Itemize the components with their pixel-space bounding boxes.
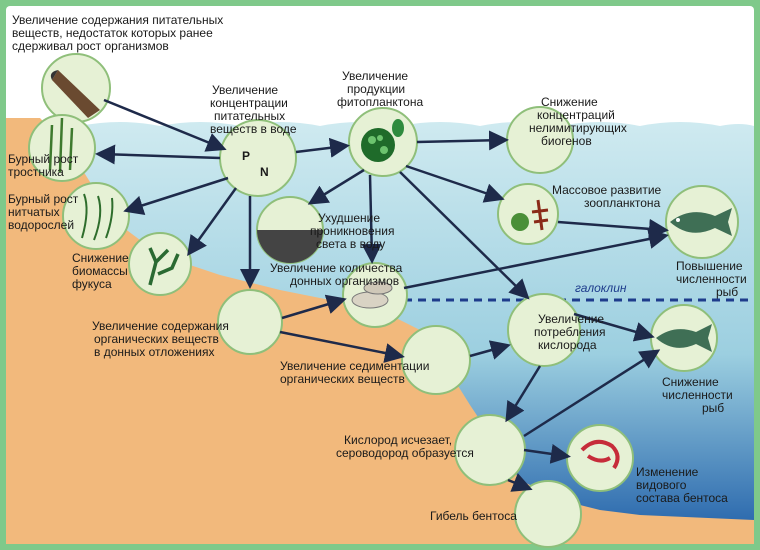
svg-text:численности: численности <box>662 388 733 402</box>
mussels-icon <box>342 262 408 328</box>
filamentous-algae-icon <box>62 182 130 250</box>
svg-text:нелимитирующих: нелимитирующих <box>529 121 627 135</box>
svg-text:продукции: продукции <box>347 82 405 96</box>
svg-text:Снижение: Снижение <box>662 375 719 389</box>
label-nonlimiting: Снижение концентраций нелимитирующих био… <box>529 95 627 148</box>
label-zooplankton: Массовое развитие зоопланктона <box>552 183 662 210</box>
svg-text:света в воду: света в воду <box>316 237 385 251</box>
svg-text:органических веществ: органических веществ <box>280 372 405 386</box>
reed-icon <box>28 114 96 182</box>
svg-text:фитопланктона: фитопланктона <box>337 95 423 109</box>
svg-text:Ухудшение: Ухудшение <box>318 211 380 225</box>
svg-text:в донных отложениях: в донных отложениях <box>94 345 214 359</box>
svg-text:Увеличение содержания питатель: Увеличение содержания питательных <box>12 13 223 27</box>
svg-text:рыб: рыб <box>716 285 738 299</box>
fish-icon <box>650 304 718 372</box>
svg-text:фукуса: фукуса <box>72 277 112 291</box>
halocline-label: галоклин <box>575 281 627 295</box>
light-attenuation-icon <box>256 196 324 264</box>
organic-sediments-node <box>217 289 283 355</box>
svg-text:зоопланктона: зоопланктона <box>584 196 661 210</box>
label-sedimentation: Увеличение седиментации органических вещ… <box>280 359 429 386</box>
pn-symbol: P <box>242 149 250 163</box>
shrimp-icon <box>566 424 634 492</box>
label-fish-increase: Повышение численности рыб <box>676 259 747 299</box>
label-pn-concentration: Увеличение концентрации питательных веще… <box>210 83 297 136</box>
zooplankton-icon <box>497 183 559 245</box>
svg-text:Увеличение: Увеличение <box>538 312 604 326</box>
svg-text:Увеличение количества: Увеличение количества <box>270 261 403 275</box>
fucus-icon <box>128 232 192 296</box>
svg-text:Кислород исчезает,: Кислород исчезает, <box>344 433 452 447</box>
label-oxygen-vanishes: Кислород исчезает, сероводород образуетс… <box>336 433 474 460</box>
pn-subscript: N <box>260 165 269 179</box>
label-filamentous: Бурный рост нитчатых водорослей <box>8 192 79 232</box>
label-phyto: Увеличение продукции фитопланктона <box>337 69 423 109</box>
svg-text:кислорода: кислорода <box>538 338 597 352</box>
seabed <box>6 118 754 544</box>
svg-text:Изменение: Изменение <box>636 465 699 479</box>
label-oxygen-consumption: Увеличение потребления кислорода <box>534 312 605 352</box>
svg-text:веществ в воде: веществ в воде <box>210 122 297 136</box>
svg-text:органических веществ: органических веществ <box>94 332 219 346</box>
fish-icon <box>665 185 739 259</box>
svg-text:тростника: тростника <box>8 165 64 179</box>
svg-text:водорослей: водорослей <box>8 218 74 232</box>
svg-text:Снижение: Снижение <box>541 95 598 109</box>
svg-text:проникновения: проникновения <box>310 224 394 238</box>
svg-text:сероводород образуется: сероводород образуется <box>336 446 474 460</box>
svg-text:питательных: питательных <box>214 109 285 123</box>
arrows <box>95 98 669 492</box>
svg-text:донных организмов: донных организмов <box>290 274 399 288</box>
svg-text:Увеличение: Увеличение <box>212 83 278 97</box>
svg-text:видового: видового <box>636 478 687 492</box>
svg-text:биогенов: биогенов <box>541 134 592 148</box>
label-fish-decrease: Снижение численности рыб <box>662 375 733 415</box>
phytoplankton-icon <box>348 107 418 177</box>
oxygen-consumption-node <box>507 293 581 367</box>
svg-text:рыб: рыб <box>702 401 724 415</box>
svg-text:Увеличение содержания: Увеличение содержания <box>92 319 229 333</box>
svg-text:сдерживал рост организмов: сдерживал рост организмов <box>12 39 169 53</box>
svg-text:Массовое развитие: Массовое развитие <box>552 183 662 197</box>
label-benthos-change: Изменение видового состава бентоса <box>636 465 728 505</box>
label-reeds: Бурный рост тростника <box>8 152 79 179</box>
svg-text:Бурный рост: Бурный рост <box>8 192 79 206</box>
svg-text:Увеличение: Увеличение <box>342 69 408 83</box>
svg-text:численности: численности <box>676 272 747 286</box>
svg-text:нитчатых: нитчатых <box>8 205 60 219</box>
svg-text:концентраций: концентраций <box>537 108 615 122</box>
benthos-death-node <box>514 480 582 548</box>
label-organic-sediments: Увеличение содержания органических вещес… <box>92 319 229 359</box>
svg-text:Увеличение седиментации: Увеличение седиментации <box>280 359 429 373</box>
label-fucus: Снижение биомассы фукуса <box>72 251 129 291</box>
label-benthos-death: Гибель бентоса <box>430 509 517 523</box>
label-light: Ухудшение проникновения света в воду <box>310 211 394 251</box>
svg-text:состава бентоса: состава бентоса <box>636 491 728 505</box>
svg-text:Снижение: Снижение <box>72 251 129 265</box>
svg-text:веществ, недостаток которых ра: веществ, недостаток которых ранее <box>12 26 213 40</box>
svg-text:потребления: потребления <box>534 325 605 339</box>
svg-text:Бурный рост: Бурный рост <box>8 152 79 166</box>
label-nutrient-increase: Увеличение содержания питательных вещест… <box>12 13 223 53</box>
svg-text:Повышение: Повышение <box>676 259 743 273</box>
svg-text:концентрации: концентрации <box>210 96 288 110</box>
fertilizer-bag-icon <box>41 53 111 123</box>
svg-text:биомассы: биомассы <box>72 264 128 278</box>
label-benthic-organisms: Увеличение количества донных организмов <box>270 261 403 288</box>
